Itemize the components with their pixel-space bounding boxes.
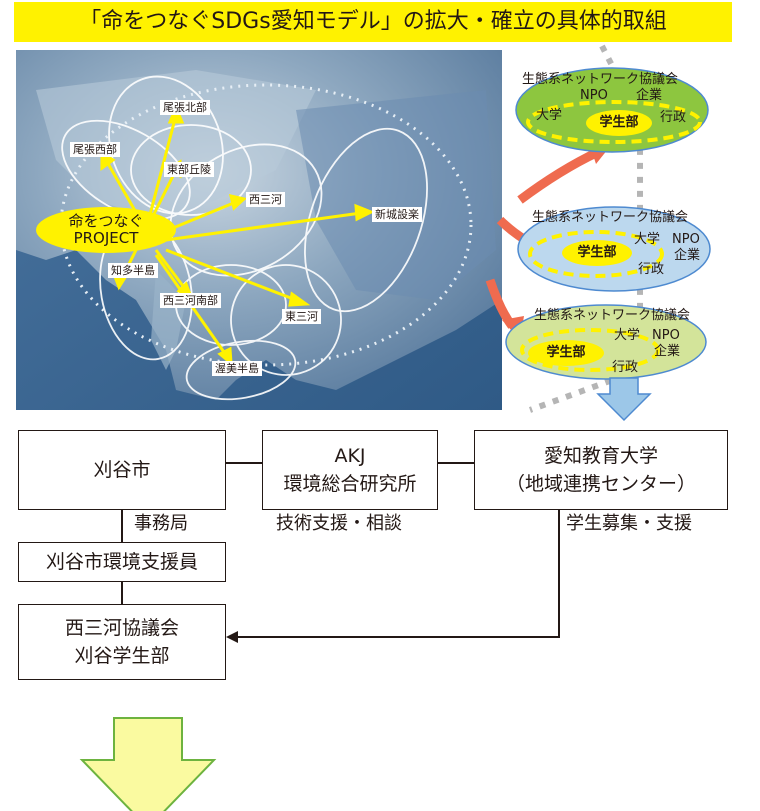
network-1-council: 生態系ネットワーク協議会	[522, 72, 679, 87]
student-recruit-label: 学生募集・支援	[566, 513, 692, 534]
network-2-council: 生態系ネットワーク協議会	[532, 210, 689, 225]
council-box: 西三河協議会 刈谷学生部	[18, 604, 226, 680]
project-label-line2: PROJECT	[73, 229, 139, 247]
region-atsumi-hanto: 渥美半島	[212, 361, 262, 376]
network-1-company: 企業	[636, 88, 663, 103]
network-3-university: 大学	[614, 328, 641, 343]
connector-staff-council	[121, 582, 123, 604]
akj-institute: 環境総合研究所	[283, 473, 417, 495]
tech-support-label: 技術支援・相談	[276, 513, 402, 534]
down-arrow-yellow	[79, 717, 217, 811]
kariya-city-label: 刈谷市	[93, 459, 151, 481]
akj-name: AKJ	[334, 445, 366, 467]
network-2-company: 企業	[674, 248, 701, 263]
network-3-student: 学生部	[528, 340, 604, 366]
project-label: 命をつなぐ PROJECT	[44, 213, 168, 247]
aue-name: 愛知教育大学	[543, 445, 658, 467]
region-nishimikawa-nanbu: 西三河南部	[160, 293, 221, 308]
region-shinshiro-shitara: 新城設楽	[372, 207, 422, 222]
network-3-gov: 行政	[612, 360, 639, 375]
network-2-gov: 行政	[638, 262, 665, 277]
support-staff-label: 刈谷市環境支援員	[45, 551, 198, 573]
council-student: 刈谷学生部	[74, 645, 170, 667]
akj-box: AKJ 環境総合研究所	[262, 430, 438, 510]
network-2-npo: NPO	[672, 232, 700, 247]
region-owari-seibu: 尾張西部	[70, 142, 120, 157]
support-staff-box: 刈谷市環境支援員	[18, 542, 226, 582]
aue-box: 愛知教育大学 （地域連携センター）	[474, 430, 728, 510]
network-2-student: 学生部	[562, 240, 632, 266]
connector-aue-council	[236, 636, 560, 638]
kariya-city-box: 刈谷市	[18, 430, 226, 510]
connector-akj-aue	[438, 462, 474, 464]
network-1-student: 学生部	[586, 110, 652, 136]
network-3-council: 生態系ネットワーク協議会	[534, 308, 691, 323]
network-3: 生態系ネットワーク協議会 学生部 大学 NPO 企業 行政	[504, 302, 708, 382]
connector-kariya-akj	[226, 462, 262, 464]
region-higashimikawa: 東三河	[282, 309, 321, 324]
council-name: 西三河協議会	[64, 617, 179, 639]
network-1-gov: 行政	[660, 110, 687, 125]
connector-kariya-staff	[121, 510, 123, 542]
network-1-university: 大学	[536, 108, 563, 123]
network-1: 生態系ネットワーク協議会 NPO 企業 大学 学生部 行政	[514, 66, 710, 154]
region-nishimikawa: 西三河	[246, 192, 285, 207]
region-tobu-kyuryo: 東部丘陵	[164, 162, 214, 177]
down-arrow-blue	[596, 377, 652, 422]
network-3-npo: NPO	[652, 328, 680, 343]
project-label-line1: 命をつなぐ	[68, 212, 144, 230]
network-3-company: 企業	[654, 344, 681, 359]
connector-aue-down	[558, 510, 560, 637]
page-title: 「命をつなぐSDGs愛知モデル」の拡大・確立の具体的取組	[14, 2, 732, 42]
network-2: 生態系ネットワーク協議会 学生部 大学 NPO 企業 行政	[516, 204, 712, 294]
network-2-university: 大学	[634, 232, 661, 247]
jimukyoku-label: 事務局	[134, 513, 188, 534]
region-chita-hanto: 知多半島	[108, 263, 158, 278]
aue-center: （地域連携センター）	[505, 473, 696, 495]
region-owari-hokubu: 尾張北部	[160, 100, 210, 115]
network-1-npo: NPO	[580, 88, 608, 103]
arrowhead-council	[226, 631, 238, 643]
satellite-map: 命をつなぐ PROJECT 尾張北部 尾張西部 東部丘陵 西三河 新城設楽 知多…	[16, 50, 502, 410]
